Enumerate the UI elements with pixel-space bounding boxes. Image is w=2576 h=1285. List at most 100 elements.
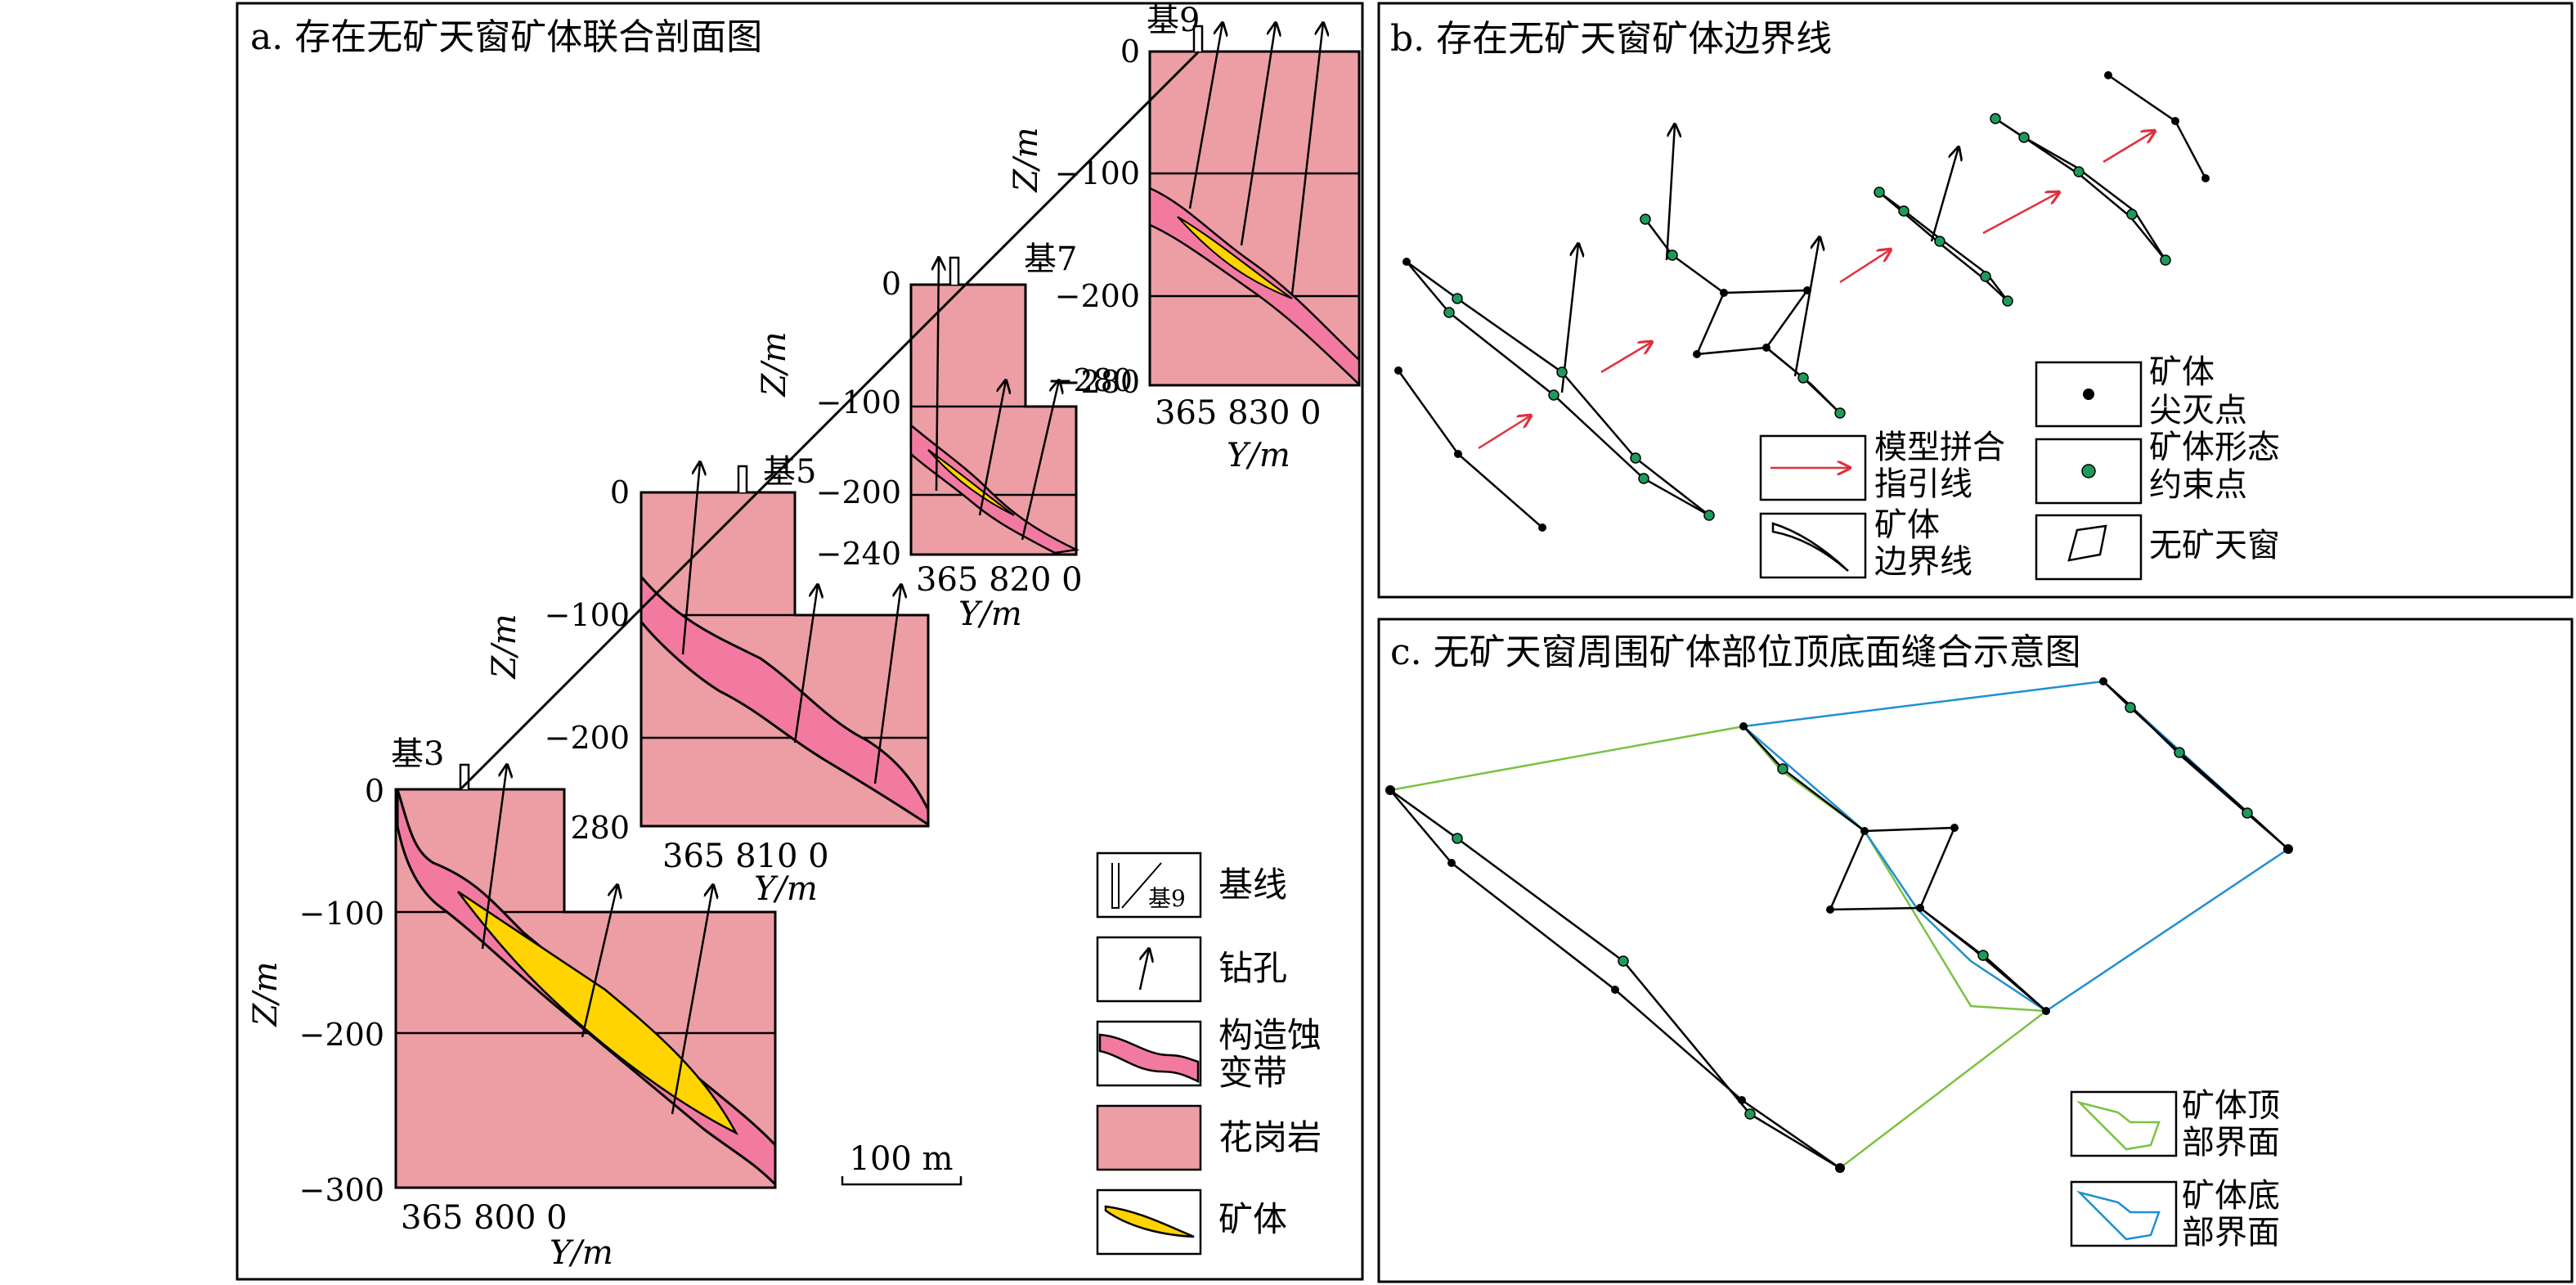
drill-hole <box>1188 23 1223 209</box>
drill-hole <box>581 885 617 1038</box>
drill-icon <box>1138 949 1149 991</box>
legend-drill-label: 钻孔 <box>1218 948 1287 988</box>
ore-swatch <box>1104 1205 1195 1238</box>
z-tick: −100 <box>816 384 901 420</box>
ore-boundary-line <box>1766 347 1841 414</box>
panel-c-title: c. 无矿天窗周围矿体部位顶底面缝合示意图 <box>1390 631 2081 673</box>
legend-baseline-symbol: 基9 <box>1148 885 1186 912</box>
drill-hole <box>793 585 818 744</box>
panel-c: c. 无矿天窗周围矿体部位顶底面缝合示意图 <box>1377 618 2574 1283</box>
y-tick-label: 365 820 0 <box>916 561 1083 599</box>
z-axis-label: Z/m <box>247 961 285 1027</box>
z-tick: 0 <box>882 266 901 302</box>
constraint-point-icon <box>2081 464 2096 479</box>
z-tick: −200 <box>545 720 630 756</box>
z-axis-label: Z/m <box>756 331 793 398</box>
drill-hole <box>481 765 507 950</box>
y-axis-label: Y/m <box>550 1234 613 1272</box>
section-ji9: 基9 0 −100 −200 −280 Z/m 365 830 0 Y/m <box>1008 2 1361 474</box>
scale-bar: 100 m <box>841 1140 963 1186</box>
y-tick-label: 365 830 0 <box>1155 394 1322 432</box>
drill-hole <box>1665 124 1675 261</box>
z-tick: 0 <box>365 773 384 809</box>
alteration-zone-ji5 <box>640 573 930 827</box>
legend-constraint-label: 约束点 <box>2149 466 2247 504</box>
section-ji3: 基3 0 −100 −200 −300 Z/m 365 800 0 Y/m <box>247 735 777 1272</box>
top-surface-icon <box>2076 1100 2161 1151</box>
legend-drill-box <box>1096 936 1202 1003</box>
drill-hole <box>1793 237 1820 377</box>
section-label-ji3: 基3 <box>391 735 444 773</box>
legend-bottom-label: 矿体底 <box>2182 1177 2280 1215</box>
z-tick: −100 <box>545 597 630 633</box>
z-tick: −200 <box>1055 278 1140 314</box>
y-tick-label: 365 810 0 <box>662 838 829 875</box>
nodes-black <box>1385 677 2293 1173</box>
legend-top-label: 部界面 <box>2182 1124 2280 1161</box>
drill-hole <box>671 885 713 1115</box>
legend-pinch-label: 尖灭点 <box>2149 392 2247 429</box>
z-tick: −300 <box>299 1172 384 1208</box>
legend-alteration-label: 变带 <box>1218 1053 1287 1093</box>
ore-body-ji7 <box>927 449 1015 516</box>
baseline-marker-ji9 <box>1192 25 1204 52</box>
drill-hole <box>1021 380 1059 541</box>
alteration-swatch <box>1098 1033 1200 1083</box>
z-tick: 0 <box>610 474 630 510</box>
z-tick: −100 <box>299 896 384 932</box>
panel-b: b. 存在无矿天窗矿体边界线 <box>1377 2 2574 599</box>
legend-b: 模型拼合 指引线 矿体 边界线 矿体 尖灭点 矿体形态 约束点 无矿天窗 <box>1759 353 2280 581</box>
drill-hole <box>1290 23 1323 295</box>
drill-hole <box>936 258 939 492</box>
z-tick: −200 <box>299 1017 384 1053</box>
z-tick: −280 <box>1055 364 1140 400</box>
legend-bottom-label: 部界面 <box>2182 1214 2280 1251</box>
legend-constraint-label: 矿体形态 <box>2149 429 2280 466</box>
alteration-zone-ji7 <box>909 423 1080 555</box>
drill-hole <box>978 380 1006 516</box>
legend-pinch-label: 矿体 <box>2149 353 2215 391</box>
legend-guide-label: 指引线 <box>1874 465 1972 503</box>
pinch-point-icon <box>2083 389 2094 400</box>
bottom-surface-icon <box>2076 1190 2161 1241</box>
z-tick: −100 <box>1055 155 1140 191</box>
y-axis-label: Y/m <box>1227 437 1290 474</box>
legend-baseline-box <box>1096 851 1202 919</box>
panel-b-frame <box>1377 2 2574 599</box>
legend-granite-label: 花岗岩 <box>1218 1117 1322 1157</box>
legend-top-label: 矿体顶 <box>2182 1087 2280 1125</box>
legend-baseline-label: 基线 <box>1218 865 1287 905</box>
panel-a: a. 存在无矿天窗矿体联合剖面图 基3 0 −100 −200 −300 Z/m… <box>236 2 1364 1281</box>
z-tick: −200 <box>816 474 901 510</box>
z-tick: 0 <box>1120 34 1140 70</box>
y-axis-label: Y/m <box>754 870 818 908</box>
legend-boundary-label: 矿体 <box>1874 506 1940 544</box>
y-tick-label: 365 800 0 <box>401 1199 568 1237</box>
legend-a: 基9 基线 钻孔 构造蚀 变带 花岗岩 矿体 <box>1096 851 1322 1256</box>
drill-hole <box>1240 23 1276 246</box>
z-tick: 280 <box>570 810 630 846</box>
section-ji5: 基5 0 −100 −200 280 Z/m 365 810 0 Y/m <box>486 453 930 908</box>
combined-baseline <box>459 50 1200 791</box>
y-axis-label: Y/m <box>958 595 1022 633</box>
z-axis-label: Z/m <box>1008 127 1045 193</box>
z-tick: −240 <box>816 536 901 572</box>
legend-guide-label: 模型拼合 <box>1874 429 2005 466</box>
legend-ore-label: 矿体 <box>1218 1199 1287 1239</box>
drill-hole <box>1930 147 1959 242</box>
baseline-marker-ji5 <box>737 465 748 492</box>
pinch-points <box>1394 71 2210 532</box>
section-label-ji7: 基7 <box>1024 240 1077 278</box>
drill-hole <box>873 585 901 784</box>
ore-body-ji9 <box>1177 216 1293 299</box>
legend-boundary-label: 边界线 <box>1874 543 1972 581</box>
baseline-marker-ji7 <box>949 256 960 285</box>
window-icon <box>2067 524 2107 562</box>
boundary-icon <box>1771 522 1849 572</box>
section-ji7: 基7 0 −100 −200 −240 −280 Z/m 365 820 0 Y… <box>756 240 1133 633</box>
legend-c: 矿体顶 部界面 矿体底 部界面 <box>2070 1087 2280 1251</box>
panel-a-title: a. 存在无矿天窗矿体联合剖面图 <box>250 16 762 58</box>
nodes-green <box>1452 702 2253 1120</box>
legend-alteration-label: 构造蚀 <box>1218 1015 1322 1055</box>
